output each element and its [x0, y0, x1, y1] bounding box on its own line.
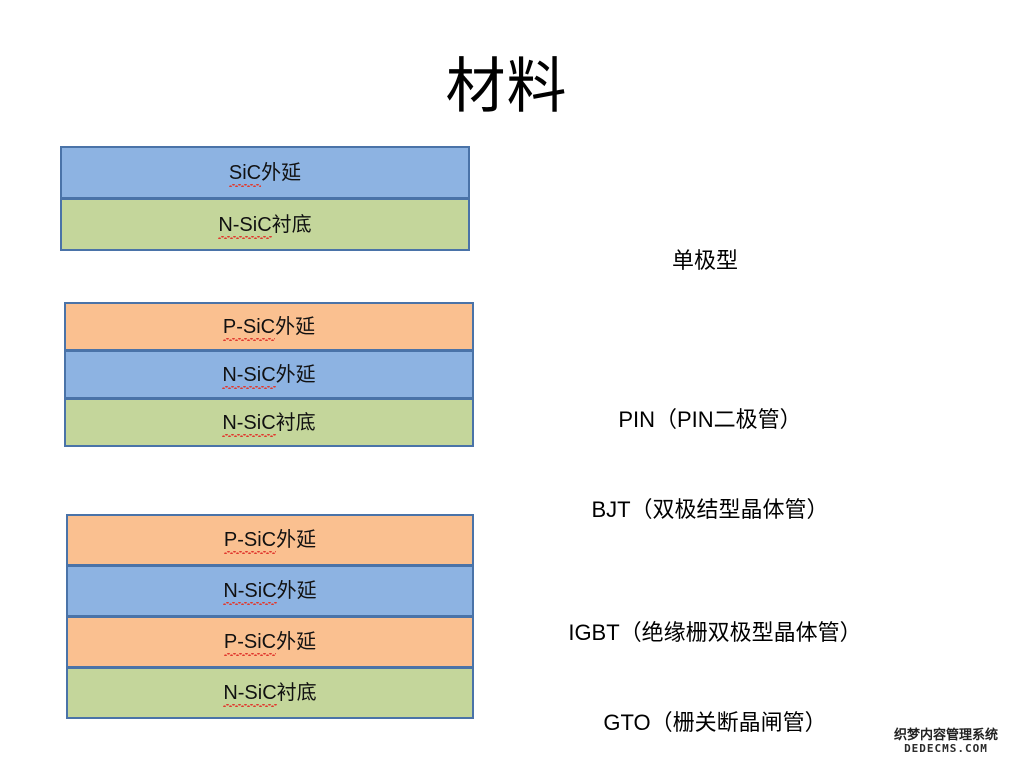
note-line: GTO（栅关断晶闸管）	[603, 710, 827, 735]
note-line: 单极型	[671, 248, 738, 273]
layer-label-latin: P-SiC	[223, 529, 277, 554]
layer-label-latin: SiC	[228, 161, 262, 187]
layer-label-latin: N-SiC	[223, 682, 278, 707]
note-line: BJT（双极结型晶体管）	[591, 497, 829, 522]
layer-label-cjk: 外延	[276, 529, 317, 551]
layer-label-latin: N-SiC	[223, 580, 278, 605]
watermark-chinese: 织梦内容管理系统	[893, 727, 998, 742]
layer-label-latin: N-SiC	[218, 213, 273, 239]
layer-label-cjk: 衬底	[271, 213, 312, 236]
note-line: PIN（PIN二极管）	[618, 407, 802, 432]
slide-title: 材料	[445, 53, 568, 120]
watermark: 织梦内容管理系统 DEDECMS.COM	[887, 728, 1005, 754]
layer-label-cjk: 衬底	[276, 682, 317, 704]
layer-label-cjk: 外延	[275, 363, 316, 386]
note-line: IGBT（绝缘栅双极型晶体管）	[568, 620, 862, 645]
layer-label-latin: P-SiC	[223, 631, 277, 656]
layer-label-cjk: 外延	[276, 580, 317, 602]
note-igbt-gto-thyristor: IGBT（绝缘栅双极型晶体管） GTO（栅关断晶闸管） Thyristor（半导…	[520, 558, 910, 760]
note-unipolar: 单极型	[540, 186, 870, 336]
layer-label-latin: N-SiC	[222, 363, 277, 389]
layer-label-cjk: 外延	[275, 315, 316, 338]
watermark-latin: DEDECMS.COM	[904, 742, 988, 755]
layer-label-cjk: 外延	[261, 161, 302, 184]
layer-label-latin: N-SiC	[222, 411, 277, 437]
note-pin-bjt: PIN（PIN二极管） BJT（双极结型晶体管）	[530, 345, 890, 585]
layer-label-cjk: 衬底	[275, 411, 316, 434]
layer-label-latin: P-SiC	[222, 315, 276, 341]
layer-label-cjk: 外延	[276, 631, 317, 653]
